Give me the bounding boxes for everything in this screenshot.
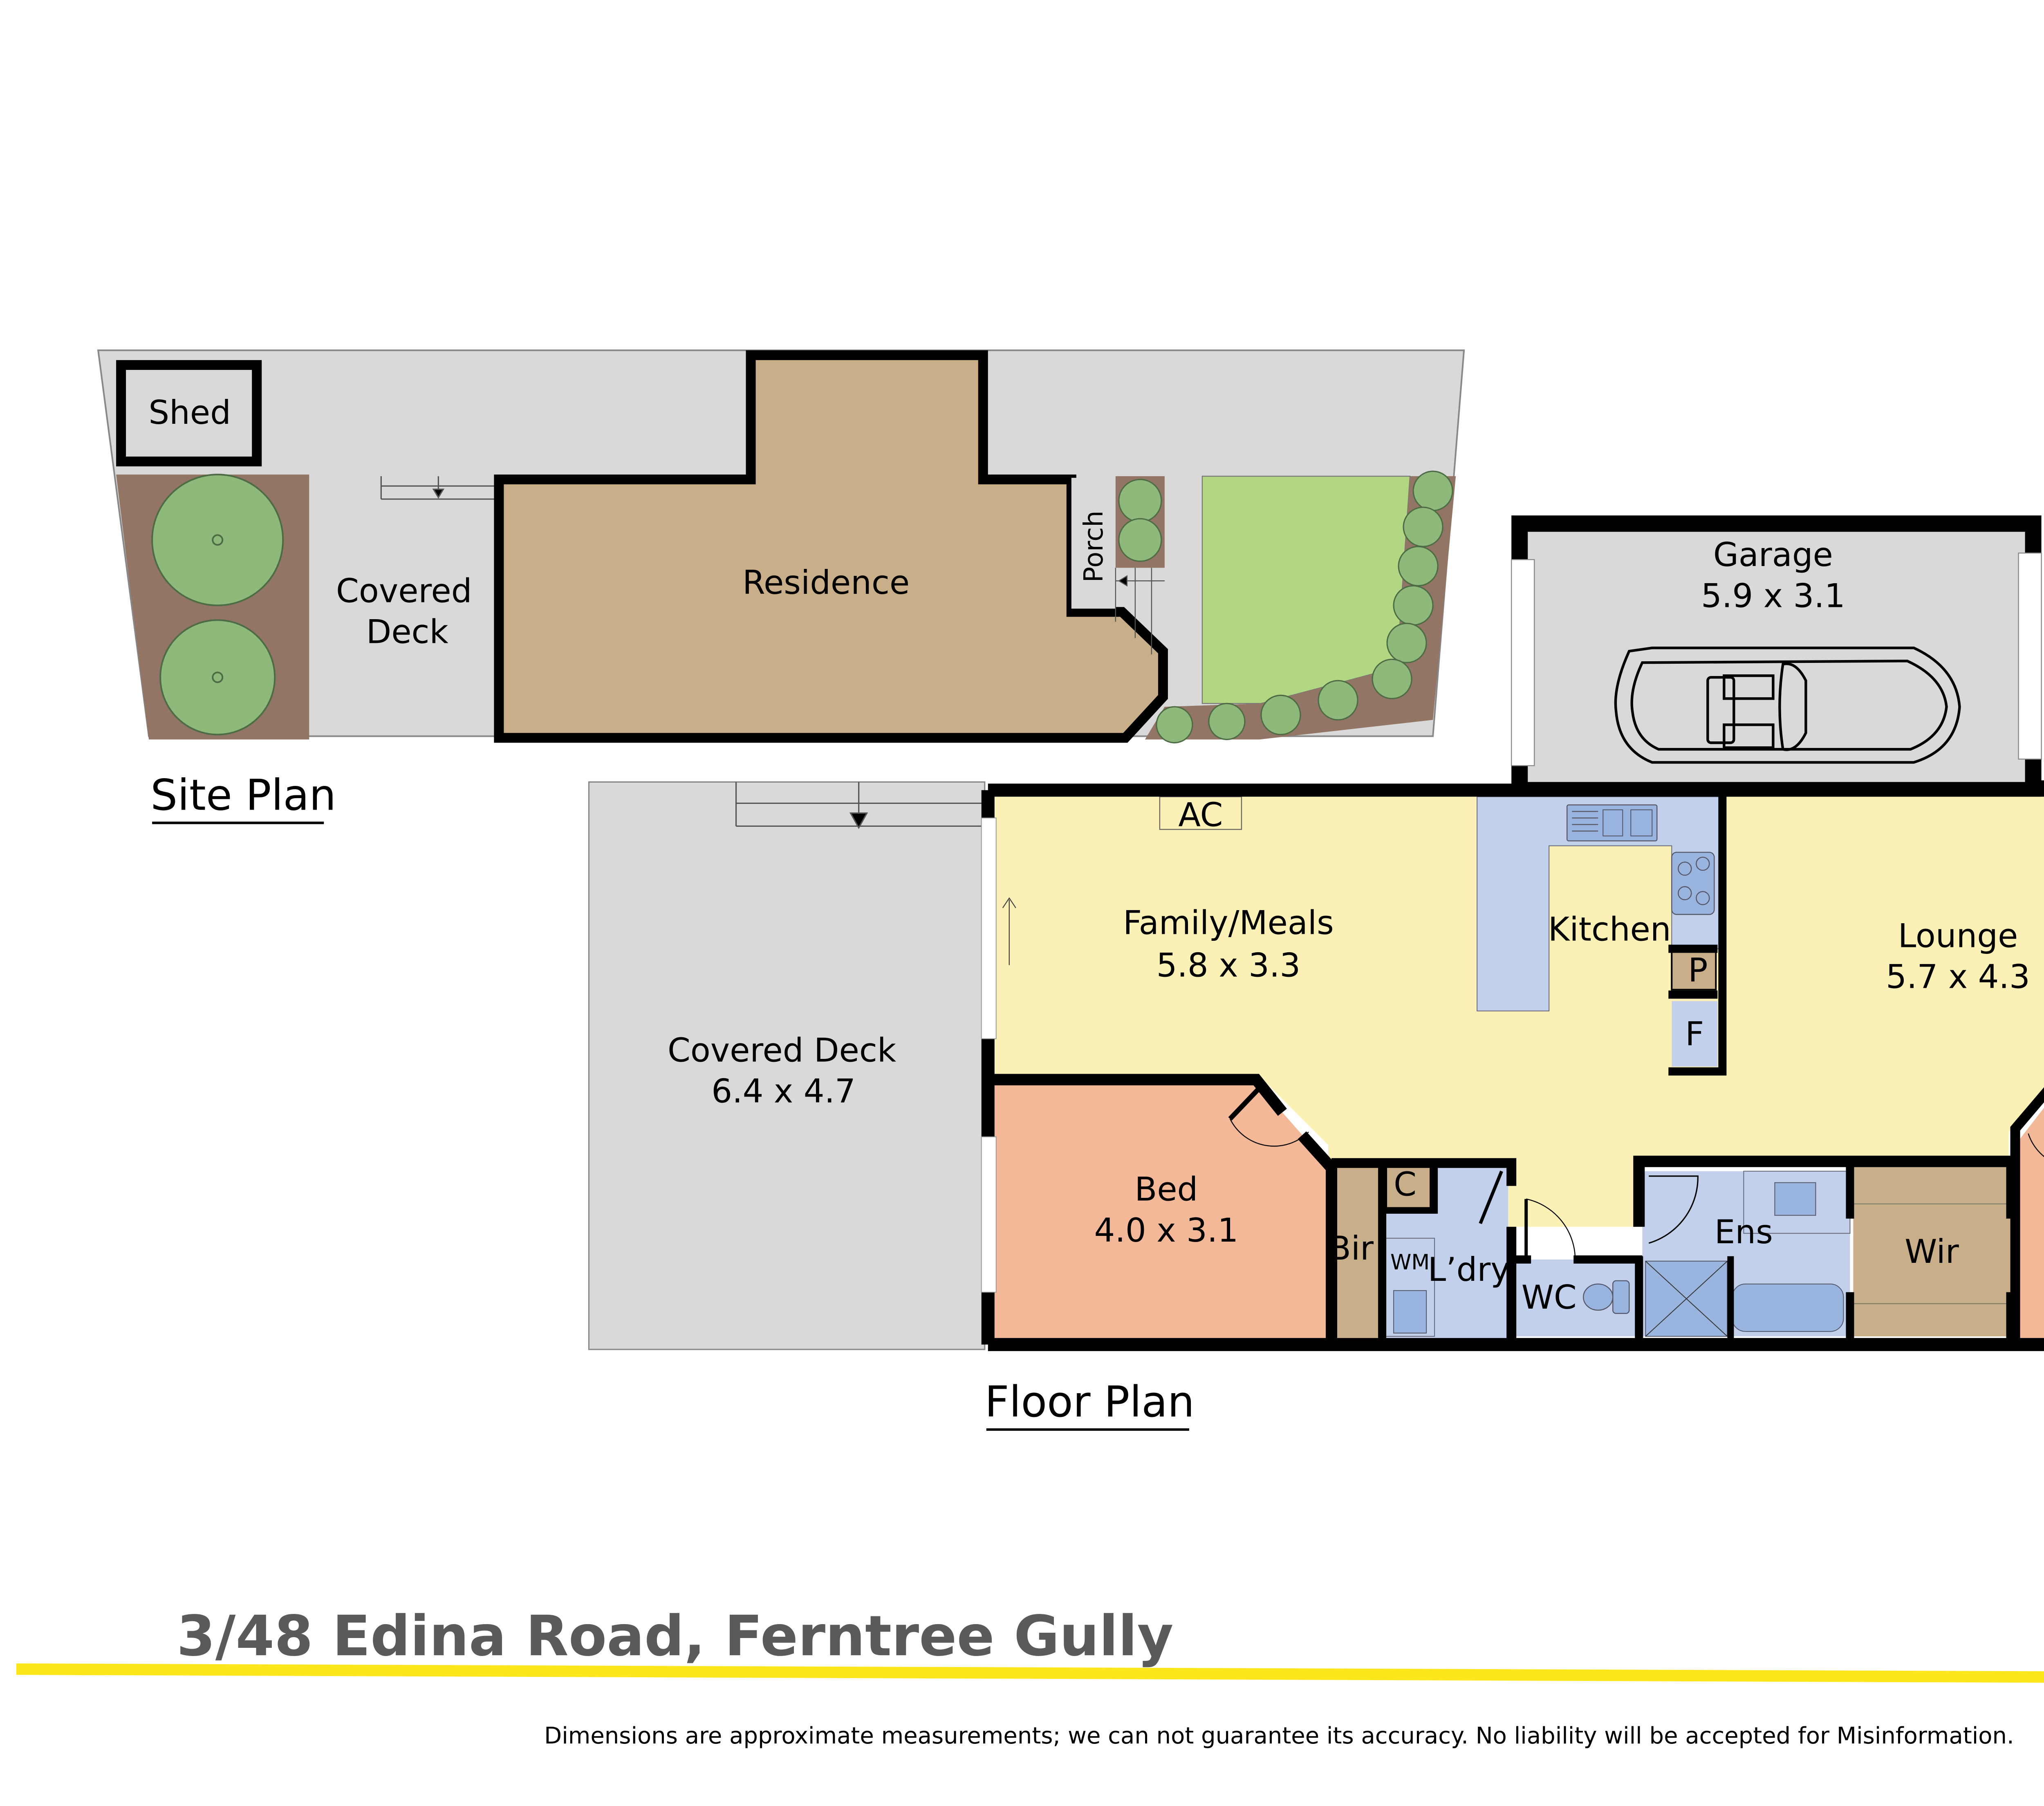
covered-deck-label: Covered Deck: [668, 1032, 896, 1070]
tree-icon: [1118, 479, 1162, 523]
bedroom-1: [994, 1083, 1329, 1338]
toilet-icon: [1583, 1280, 1630, 1314]
window: [981, 1136, 997, 1293]
bedroom-2: [2015, 1108, 2044, 1338]
floor-plan-heading: Floor Plan: [985, 1377, 1195, 1427]
window: [981, 817, 997, 1039]
bed2-door-swing: [2028, 1133, 2044, 1157]
covered-deck: [588, 781, 986, 1350]
bed1-door-swing: [1229, 1119, 1309, 1147]
tree-icon: [1318, 680, 1358, 721]
ac-label: AC: [1178, 796, 1223, 834]
basin-icon: [1774, 1182, 1816, 1216]
family-meals-label: Family/Meals: [1123, 904, 1334, 942]
garage-label: Garage: [1713, 536, 1833, 574]
wir-label: Wir: [1905, 1233, 1959, 1271]
laundry-label: L’dry: [1428, 1251, 1510, 1289]
arrow-up-icon: [1002, 897, 1016, 909]
tree-icon: [1403, 506, 1443, 547]
tree-icon: [1260, 694, 1301, 735]
residence: [494, 350, 1168, 743]
site-porch-label: Porch: [1079, 510, 1109, 582]
floor-plan: Covered Deck 6.4 x 4.7 Garage 5.9 x 3.1: [588, 515, 2044, 1431]
lounge-label: Lounge: [1898, 917, 2018, 955]
tree-icon: [159, 619, 276, 736]
residence-label: Residence: [742, 564, 910, 602]
ensuite-label: Ens: [1715, 1213, 1773, 1251]
property-address: 3/48 Edina Road, Ferntree Gully: [177, 1604, 1173, 1669]
fridge-label: F: [1685, 1015, 1704, 1053]
site-porch: [1071, 478, 1116, 609]
site-covered-deck-label-2: Deck: [366, 613, 449, 651]
wc-label: WC: [1522, 1278, 1577, 1316]
living-zone: [994, 797, 2044, 1227]
garage: [1511, 515, 2042, 799]
tree-icon: [1372, 658, 1412, 699]
fridge-space: [1672, 1001, 1718, 1067]
wm-label: WM: [1390, 1250, 1430, 1275]
bed1-dims: 4.0 x 3.1: [1094, 1211, 1239, 1249]
tree-icon: [1156, 706, 1193, 743]
tree-icon: [151, 474, 284, 606]
bed1-door[interactable]: [1228, 1083, 1265, 1121]
laundry-tub-icon: [1393, 1290, 1427, 1334]
laundry-door[interactable]: [1479, 1170, 1503, 1224]
lounge-dims: 5.7 x 4.3: [1886, 958, 2030, 996]
wc-door-swing: [1526, 1198, 1576, 1260]
kitchen-label: Kitchen: [1548, 911, 1671, 949]
bath-icon: [1732, 1283, 1844, 1332]
tree-row: [1156, 470, 1453, 743]
family-meals-dims: 5.8 x 3.3: [1156, 947, 1301, 985]
site-plan: Shed Covered Deck Residence Porch: [97, 349, 1465, 824]
steps-icon: [380, 476, 496, 500]
walls: [981, 780, 2044, 1351]
tree-icon: [1386, 622, 1427, 663]
covered-deck-dims: 6.4 x 4.7: [711, 1072, 856, 1110]
shed: [116, 360, 262, 467]
cupboard-label: C: [1394, 1166, 1416, 1204]
site-plan-heading: Site Plan: [150, 770, 336, 820]
sink-icon: [1567, 804, 1658, 841]
ensuite-door-swing[interactable]: [1648, 1175, 1699, 1244]
garage-door[interactable]: [1511, 559, 1535, 766]
kitchen-wall: [1668, 785, 1727, 1076]
tree-icon: [1393, 585, 1434, 626]
garage-door[interactable]: [2018, 553, 2042, 760]
cooktop-icon: [1671, 852, 1715, 915]
shed-label: Shed: [148, 394, 231, 432]
tree-icon: [1398, 546, 1439, 586]
accent-bar: [16, 1663, 2044, 1683]
disclaimer: Dimensions are approximate measurements;…: [544, 1723, 2014, 1749]
tree-icon: [1412, 470, 1453, 511]
garage-dims: 5.9 x 3.1: [1701, 577, 1845, 615]
pantry-label: P: [1688, 951, 1708, 989]
steps-icon: [735, 782, 985, 829]
bed1-label: Bed: [1134, 1170, 1198, 1208]
site-covered-deck-label-1: Covered: [336, 572, 472, 610]
wir[interactable]: [1853, 1163, 2010, 1336]
steps-icon: [1115, 568, 1165, 655]
car-icon: [1614, 647, 1961, 764]
windows: [981, 817, 997, 1293]
tree-icon: [1208, 703, 1246, 740]
tree-icon: [1118, 518, 1162, 562]
